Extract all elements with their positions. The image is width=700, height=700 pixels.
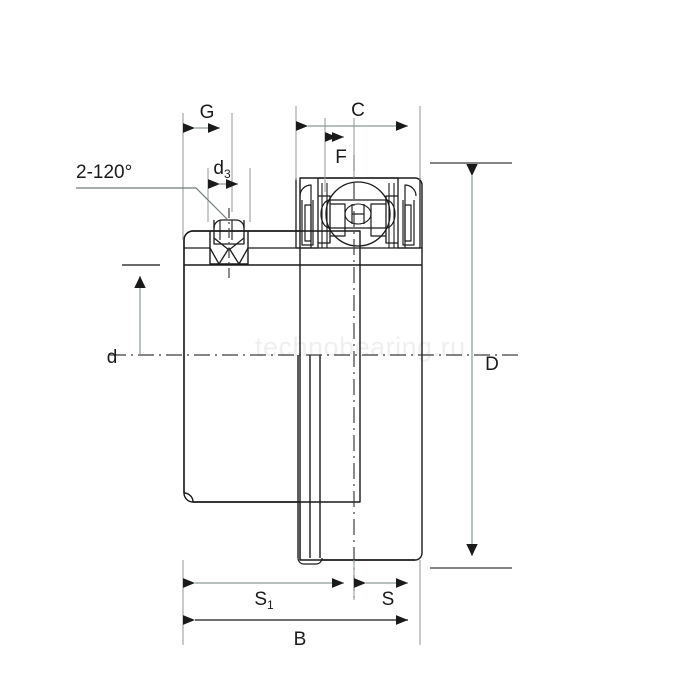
right-seal-outer — [397, 178, 421, 249]
right-seal-lip — [404, 184, 417, 248]
inner-race-left-step — [330, 203, 346, 237]
inner-ring-bottom-edge — [183, 492, 300, 503]
dim-B-label: B — [294, 629, 307, 650]
dim-d3-label: d3 — [213, 158, 231, 181]
inner-race-right-rib — [388, 183, 395, 248]
right-seal-core — [404, 204, 412, 242]
setscrew-note-label: 2-120° — [76, 162, 132, 183]
bearing-body-group — [183, 177, 423, 565]
centerlines-group — [110, 155, 520, 600]
annotation-setscrew: 2-120° — [76, 162, 229, 221]
dimension-d: d — [107, 264, 160, 368]
inner-ring-top-edge — [183, 230, 300, 241]
dimension-d3: d3 — [208, 158, 238, 189]
dimension-D: D — [430, 162, 512, 569]
dim-G-label: G — [200, 102, 215, 123]
bore-bottom-fillet — [297, 557, 323, 565]
set-screw-head-round — [213, 219, 245, 229]
left-seal-core — [304, 204, 312, 242]
inner-race-right-shoulder — [385, 195, 398, 244]
extension-lines-group — [182, 106, 421, 645]
set-screw-hex-flats — [219, 220, 233, 240]
cage-pocket — [344, 203, 372, 225]
left-seal-inner — [301, 200, 314, 246]
dim-D-label: D — [485, 354, 499, 375]
outer-ring-outline — [299, 177, 423, 561]
dimension-G: G — [183, 102, 220, 133]
right-seal-inner — [402, 200, 415, 246]
bearing-section-group — [295, 177, 421, 249]
dimension-S1: S1 — [183, 578, 344, 612]
dimension-B: B — [183, 615, 408, 650]
dim-S-label: S — [382, 589, 395, 610]
cage-band — [320, 199, 396, 229]
inner-race-left-rib — [321, 183, 328, 248]
dim-F-label: F — [335, 147, 347, 168]
ball-circle — [325, 181, 391, 247]
dimension-F: F — [325, 132, 347, 168]
dim-S1-label: S1 — [254, 589, 274, 612]
dim-C-label: C — [351, 100, 365, 121]
inner-ring-outline — [183, 230, 361, 503]
left-seal-lip — [299, 184, 312, 248]
inner-race-right-step — [370, 203, 386, 237]
dim-d-label: d — [107, 347, 118, 368]
setscrew-leader-line — [76, 187, 229, 221]
inner-race-left-shoulder — [318, 195, 331, 244]
dimension-C: C — [296, 100, 408, 131]
dimension-S: S — [354, 578, 408, 610]
